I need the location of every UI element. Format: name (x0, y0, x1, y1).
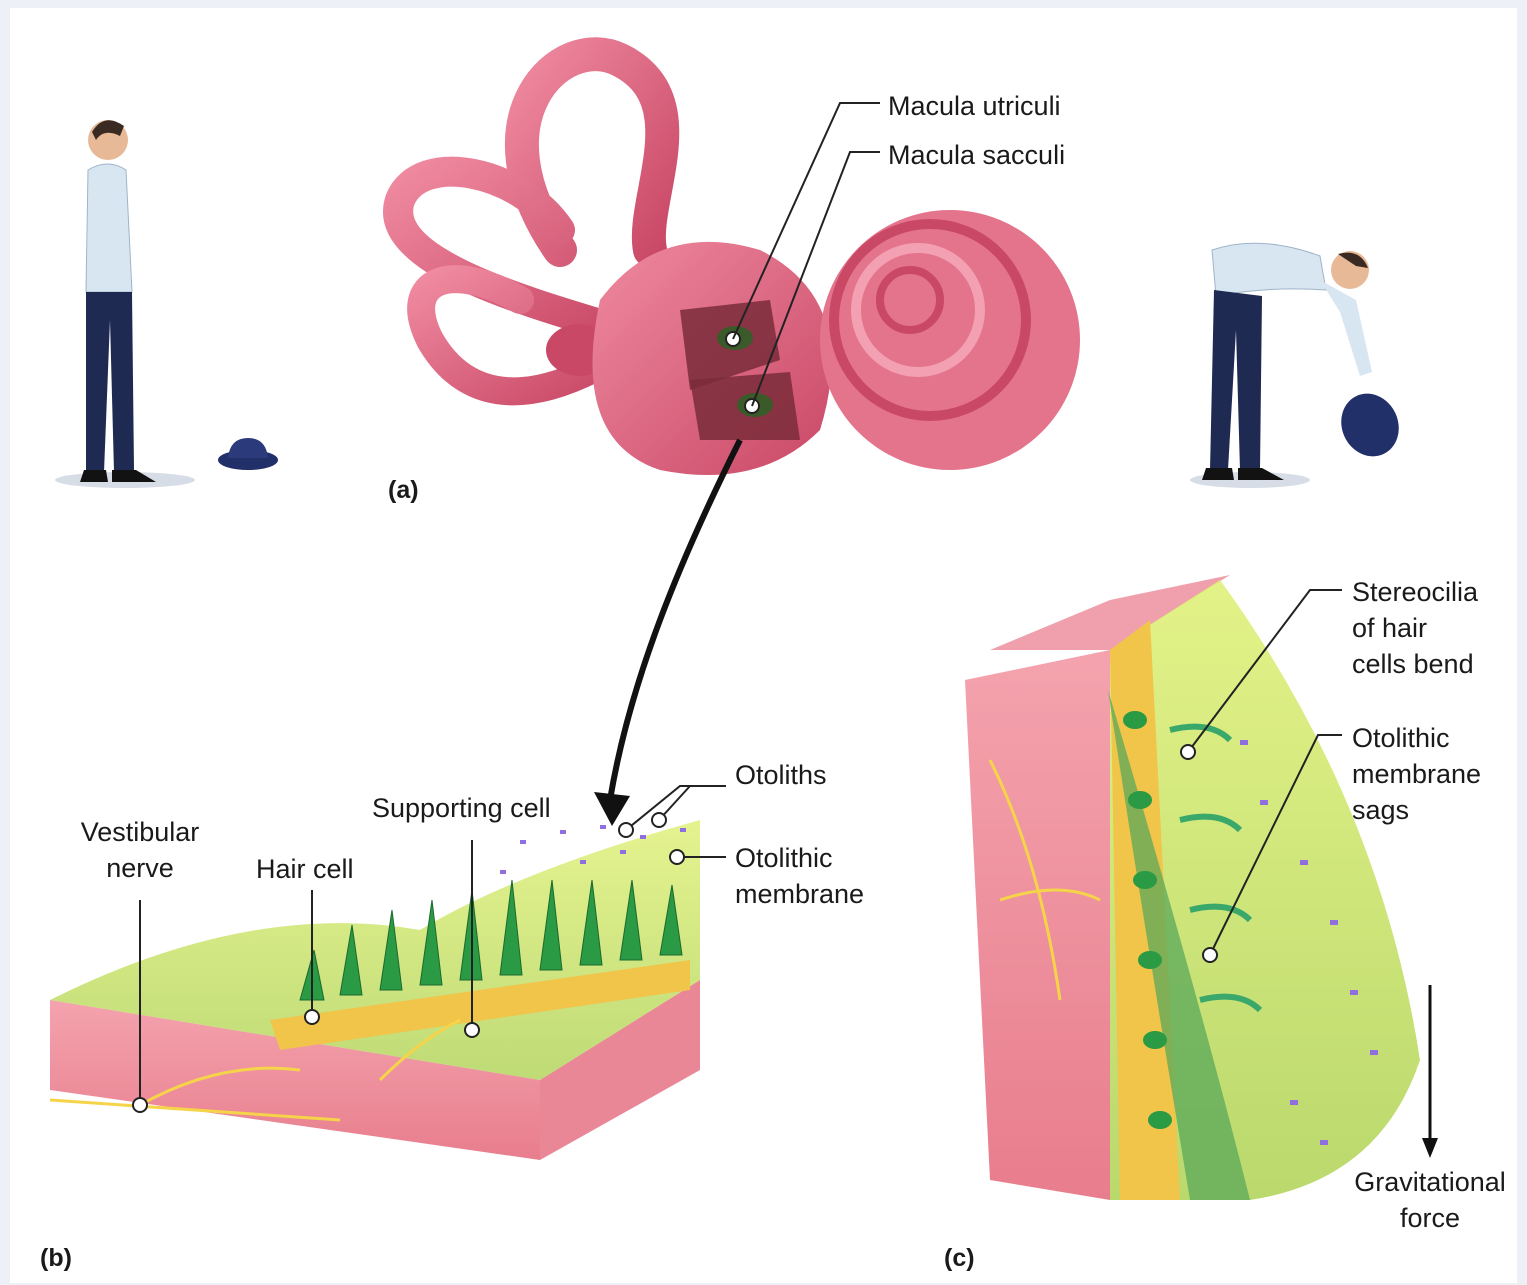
hat-on-floor (218, 438, 278, 470)
panel-a-label: (a) (388, 472, 419, 508)
label-membrane-sags-line2: membrane (1352, 756, 1481, 792)
label-vestibular-nerve-line1: Vestibular (60, 814, 220, 850)
label-membrane-sags-line3: sags (1352, 792, 1481, 828)
standing-person (55, 120, 195, 488)
panel-c-label: (c) (944, 1240, 975, 1276)
label-membrane-sags: Otolithic membrane sags (1352, 720, 1481, 828)
label-otolithic-membrane: Otolithic membrane (735, 840, 864, 912)
label-vestibular-nerve-line2: nerve (60, 850, 220, 886)
label-gravitational-force: Gravitational force (1332, 1164, 1527, 1236)
label-stereocilia-line3: cells bend (1352, 646, 1478, 682)
label-stereocilia-line2: of hair (1352, 610, 1478, 646)
label-macula-sacculi: Macula sacculi (888, 137, 1065, 173)
label-otoliths: Otoliths (735, 757, 827, 793)
label-stereocilia-line1: Stereocilia (1352, 574, 1478, 610)
label-otolithic-membrane-line1: Otolithic (735, 840, 864, 876)
panel-b-label: (b) (40, 1240, 72, 1276)
gravity-arrowhead (1422, 1138, 1438, 1158)
label-gravitational-force-line2: force (1332, 1200, 1527, 1236)
bending-person (1190, 243, 1409, 488)
label-hair-cell: Hair cell (256, 851, 354, 887)
label-macula-utriculi: Macula utriculi (888, 88, 1061, 124)
magnify-arrowhead (594, 792, 630, 826)
label-membrane-sags-line1: Otolithic (1352, 720, 1481, 756)
label-stereocilia: Stereocilia of hair cells bend (1352, 574, 1478, 682)
label-gravitational-force-line1: Gravitational (1332, 1164, 1527, 1200)
label-vestibular-nerve: Vestibular nerve (60, 814, 220, 886)
label-supporting-cell: Supporting cell (372, 790, 551, 826)
magnify-arrow (610, 440, 740, 800)
label-otolithic-membrane-line2: membrane (735, 876, 864, 912)
